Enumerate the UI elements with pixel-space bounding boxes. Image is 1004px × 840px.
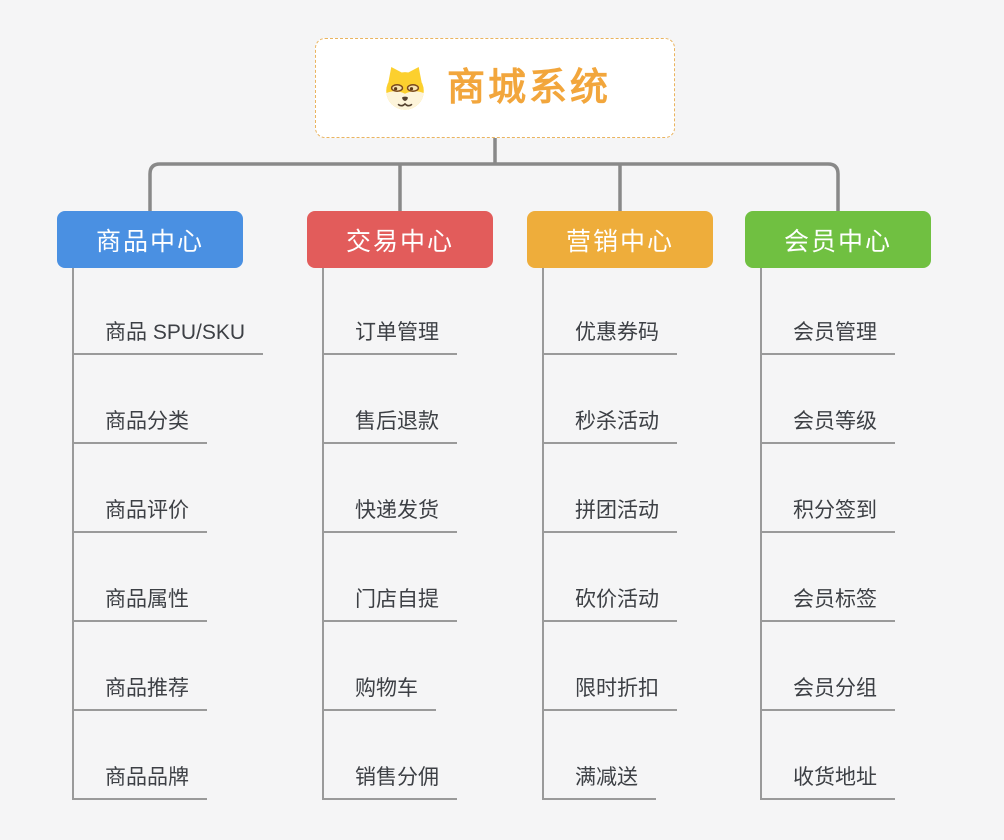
- leaf-node[interactable]: 订单管理: [322, 315, 457, 355]
- leaf-node[interactable]: 门店自提: [322, 582, 457, 622]
- branch-node-trade-center[interactable]: 交易中心: [307, 211, 493, 268]
- leaf-node[interactable]: 限时折扣: [542, 671, 677, 711]
- branch-label: 商品中心: [95, 227, 204, 256]
- leaf-node[interactable]: 商品分类: [72, 404, 207, 444]
- leaf-node[interactable]: 商品 SPU/SKU: [72, 315, 264, 355]
- leaf-node[interactable]: 拼团活动: [542, 493, 677, 533]
- leaf-node[interactable]: 收货地址: [760, 760, 895, 800]
- leaf-node[interactable]: 商品评价: [72, 493, 207, 533]
- leaf-node[interactable]: 满减送: [542, 760, 656, 800]
- branch-label: 营销中心: [565, 227, 674, 256]
- leaf-node[interactable]: 秒杀活动: [542, 404, 677, 444]
- branch-label: 交易中心: [345, 227, 454, 256]
- leaf-node[interactable]: 积分签到: [760, 493, 895, 533]
- leaf-node[interactable]: 商品品牌: [72, 760, 207, 800]
- root-title: 商城系统: [446, 67, 611, 109]
- leaf-node[interactable]: 会员等级: [760, 404, 895, 444]
- leaf-node[interactable]: 会员管理: [760, 315, 895, 355]
- leaf-node[interactable]: 销售分佣: [322, 760, 457, 800]
- branch-node-product-center[interactable]: 商品中心: [57, 211, 243, 268]
- branch-node-member-center[interactable]: 会员中心: [745, 211, 931, 268]
- leaf-node[interactable]: 会员标签: [760, 582, 895, 622]
- branch-bus-connector: [148, 162, 840, 211]
- leaf-node[interactable]: 商品属性: [72, 582, 207, 622]
- leaf-node[interactable]: 会员分组: [760, 671, 895, 711]
- root-node[interactable]: 商城系统: [315, 38, 675, 138]
- leaf-node[interactable]: 购物车: [322, 671, 436, 711]
- branch-node-marketing-center[interactable]: 营销中心: [527, 211, 713, 268]
- leaf-spine-connectors: [72, 268, 762, 799]
- leaf-node[interactable]: 快递发货: [322, 493, 457, 533]
- leaf-node[interactable]: 砍价活动: [542, 582, 677, 622]
- branch-label: 会员中心: [783, 227, 892, 256]
- shiba-dog-icon: [379, 64, 431, 112]
- leaf-node[interactable]: 优惠券码: [542, 315, 677, 355]
- leaf-node[interactable]: 商品推荐: [72, 671, 207, 711]
- leaf-node[interactable]: 售后退款: [322, 404, 457, 444]
- branch-drop-connectors: [398, 164, 622, 211]
